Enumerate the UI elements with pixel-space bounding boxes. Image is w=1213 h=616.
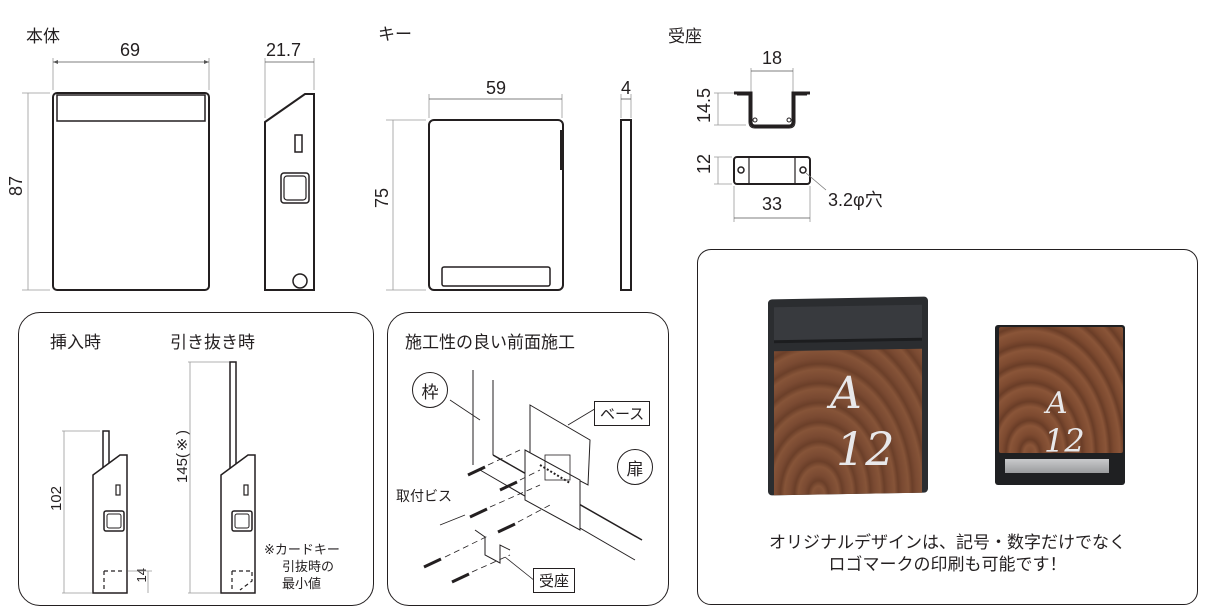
photo-caption: オリジナルデザインは、記号・数字だけでなく ロゴマークの印刷も可能です！ xyxy=(697,532,1198,576)
base-label: ベース xyxy=(594,401,651,426)
screws-label: 取付ビス xyxy=(396,489,452,505)
install-drawing xyxy=(423,370,643,586)
insertion-panel xyxy=(18,312,374,606)
body-width-dim: 69 xyxy=(120,40,141,60)
footnote-line: 引抜時の xyxy=(282,560,335,575)
insertion-drawings xyxy=(62,361,256,594)
withdraw-title: 引き抜き時 xyxy=(170,333,255,353)
caption-line: ロゴマークの印刷も可能です！ xyxy=(828,555,1067,575)
insert-title: 挿入時 xyxy=(50,333,101,353)
small-plate-letter: A xyxy=(1046,386,1068,421)
receiver-inner-width-dim: 18 xyxy=(762,48,783,68)
receiver-label: 受座 xyxy=(533,568,576,593)
install-title: 施工性の良い前面施工 xyxy=(405,333,575,353)
footnote: ※カードキー 引抜時の 最小値 xyxy=(264,542,340,593)
frame-label: 枠 xyxy=(412,372,448,408)
receiver-hole-note: 3.2φ穴 xyxy=(828,190,883,210)
body-depth-dim: 21.7 xyxy=(266,40,302,60)
body-section-title: 本体 xyxy=(26,27,60,47)
receiver-drawing xyxy=(714,68,827,222)
key-section-title: キー xyxy=(378,25,412,45)
body-front-drawing xyxy=(22,58,315,291)
small-plate-metal-strip xyxy=(1005,459,1109,473)
large-plate-letter: A xyxy=(830,368,862,419)
key-thickness-dim: 4 xyxy=(621,78,632,98)
key-width-dim: 59 xyxy=(486,78,507,98)
door-label: 扉 xyxy=(617,449,653,485)
receiver-plate-width-dim: 33 xyxy=(762,194,783,214)
large-plate-top-slot xyxy=(774,304,922,344)
footnote-line: ※カードキー xyxy=(264,543,340,558)
receiver-section-title: 受座 xyxy=(668,27,702,47)
large-plate-number: 12 xyxy=(836,422,895,476)
small-plate-photo xyxy=(995,325,1125,485)
key-drawing xyxy=(386,94,632,291)
small-plate-number: 12 xyxy=(1044,422,1085,460)
footnote-line: 最小値 xyxy=(282,577,322,592)
small-plate-wood-face xyxy=(999,327,1123,453)
caption-line: オリジナルデザインは、記号・数字だけでなく xyxy=(769,533,1126,553)
